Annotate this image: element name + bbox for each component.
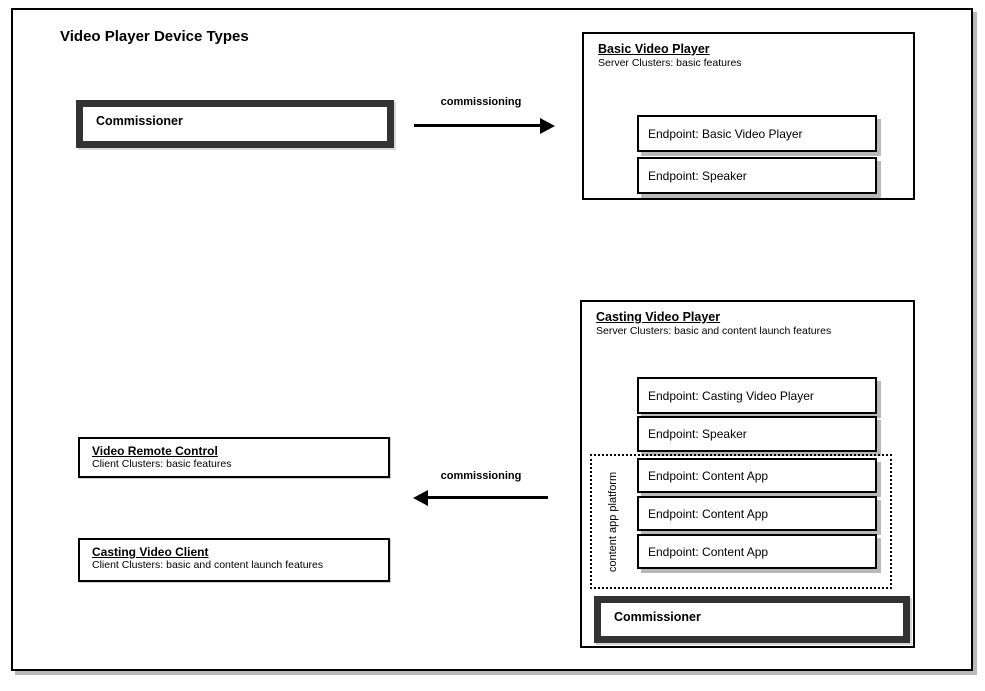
commissioning-arrow-top-head-icon	[540, 118, 555, 134]
video-remote-control-title: Video Remote Control	[92, 444, 218, 458]
commissioner-bottom-label: Commissioner	[614, 610, 701, 624]
commissioning-arrow-bottom-head-icon	[413, 490, 428, 506]
video-remote-control-subtitle: Client Clusters: basic features	[92, 458, 232, 470]
endpoint-content-app: Endpoint: Content App	[637, 534, 877, 569]
casting-video-client-box: Casting Video Client Client Clusters: ba…	[78, 538, 390, 582]
endpoint-casting-video-player: Endpoint: Casting Video Player	[637, 377, 877, 414]
endpoint-speaker: Endpoint: Speaker	[637, 416, 877, 452]
endpoint-basic-video-player: Endpoint: Basic Video Player	[637, 115, 877, 152]
commissioning-arrow-top-line	[414, 124, 544, 127]
commissioning-arrow-bottom-label: commissioning	[440, 470, 522, 482]
casting-video-player-title: Casting Video Player	[596, 310, 721, 324]
casting-video-client-title: Casting Video Client	[92, 545, 209, 559]
diagram-title: Video Player Device Types	[60, 28, 249, 45]
commissioner-top-label: Commissioner	[96, 114, 183, 128]
content-app-platform-group	[590, 454, 892, 589]
endpoint-speaker: Endpoint: Speaker	[637, 157, 877, 194]
video-remote-control-box: Video Remote Control Client Clusters: ba…	[78, 437, 390, 478]
casting-video-client-subtitle: Client Clusters: basic and content launc…	[92, 559, 324, 571]
commissioner-bottom-node: Commissioner	[594, 596, 910, 643]
commissioner-top-node: Commissioner	[76, 100, 394, 148]
basic-video-player-title: Basic Video Player	[598, 42, 710, 56]
basic-video-player-subtitle: Server Clusters: basic features	[598, 57, 742, 69]
basic-video-player-box: Basic Video Player Server Clusters: basi…	[582, 32, 915, 200]
casting-video-player-subtitle: Server Clusters: basic and content launc…	[596, 325, 832, 337]
endpoint-content-app: Endpoint: Content App	[637, 458, 877, 493]
casting-video-player-box: Casting Video Player Server Clusters: ba…	[580, 300, 915, 648]
commissioning-arrow-top-label: commissioning	[440, 96, 522, 108]
endpoint-content-app: Endpoint: Content App	[637, 496, 877, 531]
commissioning-arrow-bottom-line	[427, 496, 548, 499]
